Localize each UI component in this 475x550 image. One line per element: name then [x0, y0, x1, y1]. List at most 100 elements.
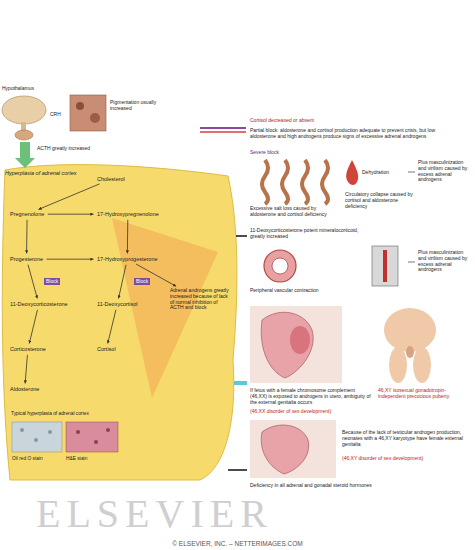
note: Partial block: aldosterone and cortisol … [250, 128, 450, 140]
pathway-arrow [47, 259, 94, 260]
cell-dot [48, 430, 52, 434]
cell-dot [106, 428, 110, 432]
adrenal-region: Hyperplasia of adrenal cortexCholesterol… [0, 165, 240, 480]
note: Cortisol decreased or absent [250, 118, 420, 124]
stain-caption: H&E stain [66, 456, 87, 462]
part-name: Hypothalamus [2, 86, 34, 92]
pathway-arrow [38, 184, 99, 210]
cell-dot [76, 430, 80, 434]
block-tag: Block [44, 278, 60, 285]
micrograph-oil-red [12, 422, 62, 452]
skin-photo [70, 95, 106, 131]
sphygmomanometer [372, 246, 398, 286]
steroid-name: Pregnenolone [8, 210, 46, 218]
note: Excessive salt loss caused by aldosteron… [250, 206, 338, 218]
pathway-arrow [28, 265, 37, 299]
copyright: © ELSEVIER, INC. – NETTERIMAGES.COM [0, 540, 475, 547]
kidney-tubule [302, 160, 308, 204]
pathway-arrow [119, 265, 126, 299]
steroid-text: Progesterone [10, 256, 43, 262]
leader-line [236, 235, 247, 237]
cell-dot [20, 428, 24, 432]
infant-leg [413, 347, 431, 383]
infant-genitalia [406, 346, 414, 358]
panel-title: Typical hyperplasia of adrenal cortex [11, 411, 89, 417]
androgen-text: Adrenal androgens greatly increased beca… [170, 288, 230, 311]
note: Because of the lack of testicular androg… [342, 430, 470, 447]
uterus [290, 326, 310, 354]
kidney-tubule [282, 160, 288, 204]
note: Severe block [250, 150, 310, 156]
pathway-arrow [29, 310, 37, 344]
adrenal-cortex-region [2, 165, 237, 480]
micrograph-he [66, 422, 118, 452]
vessel-lumen [272, 258, 288, 274]
steroid-text: 17-Hydroxypregnenolone [97, 211, 159, 217]
histology-panel: Typical hyperplasia of adrenal cortexOil… [8, 410, 123, 474]
note: (46,XY disorder of sex development) [342, 456, 470, 462]
steroid-text: 11-Deoxycortisol [97, 301, 138, 307]
steroid-name: 11-Deoxycortisol [95, 300, 140, 308]
note: 46,XY isosexual gonadotropin-independent… [378, 388, 470, 400]
note: Plus masculinization and virilism caused… [418, 250, 473, 273]
stain-caption: Oil red O stain [12, 456, 43, 462]
steroid-name: Corticosterone [8, 345, 48, 353]
note: Dehydration [362, 170, 407, 176]
note: (46,XX disorder of sex development) [250, 409, 372, 415]
kidney-tubule [262, 160, 268, 204]
steroid-name: Cortisol [95, 345, 118, 353]
leader-line [408, 172, 415, 173]
note: Peripheral vascular contraction [250, 288, 332, 294]
pigment-spot [90, 113, 100, 123]
leader-line [408, 262, 415, 263]
pathway-arrow [25, 355, 27, 384]
pelvis-section [250, 306, 342, 383]
note: Plus masculinization and virilism caused… [418, 160, 473, 183]
steroid-name: 17-Hydroxyprogesterone [95, 255, 160, 263]
kidney-tubule [322, 160, 328, 204]
region-heading: Hyperplasia of adrenal cortex [5, 170, 77, 176]
steroid-text: 11-Deoxycorticosterone [10, 301, 68, 307]
watermark: ELSEVIER [36, 494, 273, 534]
pathway-arrow [48, 214, 94, 215]
pathway-arrow [26, 220, 27, 254]
steroid-name: 17-Hydroxypregnenolone [95, 210, 161, 218]
severe-block-line [200, 127, 246, 129]
steroid-text: Corticosterone [10, 346, 46, 352]
acth-arrow-shaft [20, 142, 30, 158]
block-tag: Block [134, 278, 150, 285]
androgen-note: Adrenal androgens greatly increased beca… [168, 287, 232, 312]
pigment-spot [76, 102, 84, 110]
note: Deficiency in all adrenal and gonadal st… [250, 483, 460, 489]
note: Pigmentation usually increased [110, 100, 168, 112]
steroid-text: 17-Hydroxyprogesterone [97, 256, 158, 262]
note: 11-Deoxycorticosterone potent mineraloco… [250, 228, 368, 240]
steroid-name: Progesterone [8, 255, 45, 263]
pelvis-section [250, 420, 336, 478]
pituitary-gland [15, 130, 33, 140]
note: If fetus with a female chromosome comple… [250, 388, 372, 405]
mercury-column [383, 250, 387, 282]
infant-torso [384, 308, 436, 352]
steroid-name: 11-Deoxycorticosterone [8, 300, 70, 308]
steroid-text: Cholesterol [97, 176, 125, 182]
dehydration-drop [346, 160, 358, 185]
leader-bar [234, 381, 247, 385]
hormone-name: CRH [50, 112, 61, 118]
steroid-text: Aldosterone [10, 386, 39, 392]
steroid-text: Cortisol [97, 346, 116, 352]
note: Circulatory collapse caused by cortisol … [345, 192, 415, 209]
leader-line [228, 469, 247, 471]
pathway-arrow [127, 220, 128, 254]
steroid-name: Aldosterone [8, 385, 41, 393]
note: ACTH greatly increased [37, 146, 97, 152]
partial-block-line [200, 131, 246, 133]
infant-leg [389, 347, 407, 383]
pathway-arrow [108, 310, 116, 344]
hypothalamus-drawing [2, 96, 46, 124]
vessel-wall [264, 250, 296, 282]
acth-arrow-head [15, 158, 35, 168]
